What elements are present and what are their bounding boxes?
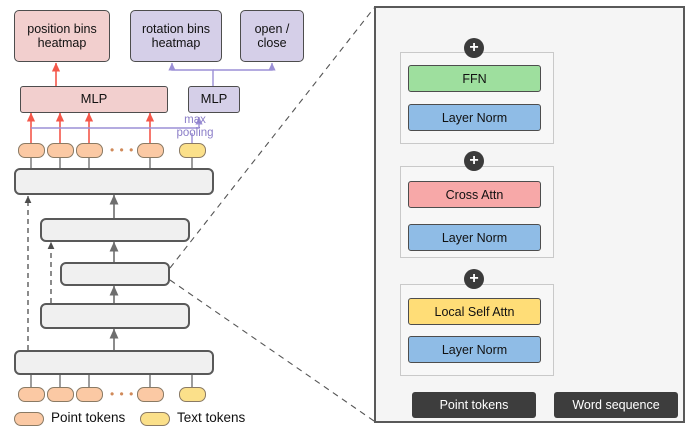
block-layer-norm-1[interactable]: Layer Norm xyxy=(408,336,541,363)
legend-swatch-text-tokens xyxy=(140,412,170,426)
block-local-self-attn-label: Local Self Attn xyxy=(434,304,515,319)
legend-label-text-tokens: Text tokens xyxy=(177,410,246,425)
position-bins-heatmap-line2: heatmap xyxy=(37,36,87,50)
position-bins-heatmap-line1: position bins xyxy=(27,21,97,36)
residual-add-3: + xyxy=(464,38,484,58)
input-text-token[interactable] xyxy=(179,387,206,402)
open-close-line2: close xyxy=(257,36,287,50)
block-ffn-label: FFN xyxy=(462,71,487,86)
residual-add-2-glyph: + xyxy=(469,152,479,169)
block-ffn[interactable]: FFN xyxy=(408,65,541,92)
max-pooling-label: max pooling xyxy=(160,114,230,140)
block-layer-norm-3-label: Layer Norm xyxy=(441,110,508,125)
block-cross-attn[interactable]: Cross Attn xyxy=(408,181,541,208)
input-word-sequence[interactable]: Word sequence xyxy=(554,392,678,418)
block-layer-norm-2-label: Layer Norm xyxy=(441,230,508,245)
unet-block-down-2[interactable] xyxy=(40,303,190,329)
input-point-token[interactable] xyxy=(76,387,103,402)
unet-block-up-2[interactable] xyxy=(40,218,190,242)
input-point-token[interactable] xyxy=(47,387,74,402)
output-point-token[interactable] xyxy=(47,143,74,158)
input-token-ellipsis: • • • xyxy=(110,387,135,401)
output-text-token[interactable] xyxy=(179,143,206,158)
max-pooling-line1: max xyxy=(184,114,206,126)
output-head-position-bins-heatmap[interactable]: position bins heatmap xyxy=(14,10,110,62)
block-local-self-attn[interactable]: Local Self Attn xyxy=(408,298,541,325)
input-point-tokens[interactable]: Point tokens xyxy=(412,392,536,418)
block-layer-norm-3[interactable]: Layer Norm xyxy=(408,104,541,131)
input-point-tokens-label: Point tokens xyxy=(439,398,509,412)
mlp-pooled[interactable]: MLP xyxy=(188,86,240,113)
residual-add-3-glyph: + xyxy=(469,39,479,56)
output-point-token[interactable] xyxy=(18,143,45,158)
mlp-pooled-label: MLP xyxy=(200,91,228,107)
input-point-token[interactable] xyxy=(137,387,164,402)
block-layer-norm-1-label: Layer Norm xyxy=(441,342,508,357)
unet-block-bottom[interactable] xyxy=(14,350,214,375)
output-token-ellipsis: • • • xyxy=(110,143,135,157)
residual-add-1: + xyxy=(464,269,484,289)
residual-add-1-glyph: + xyxy=(469,270,479,287)
rotation-bins-heatmap-line2: heatmap xyxy=(151,36,201,50)
unet-block-bottleneck[interactable] xyxy=(60,262,170,286)
output-point-token[interactable] xyxy=(137,143,164,158)
mlp-point-tokens[interactable]: MLP xyxy=(20,86,168,113)
output-point-token[interactable] xyxy=(76,143,103,158)
legend-label-point-tokens: Point tokens xyxy=(51,410,126,425)
mlp-point-label: MLP xyxy=(80,91,108,107)
rotation-bins-heatmap-line1: rotation bins xyxy=(141,21,211,36)
input-word-sequence-label: Word sequence xyxy=(572,398,660,412)
open-close-line1: open / xyxy=(254,21,290,36)
output-head-rotation-bins-heatmap[interactable]: rotation bins heatmap xyxy=(130,10,222,62)
block-cross-attn-label: Cross Attn xyxy=(445,187,504,202)
unet-block-top[interactable] xyxy=(14,168,214,195)
legend-swatch-point-tokens xyxy=(14,412,44,426)
input-point-token[interactable] xyxy=(18,387,45,402)
residual-add-2: + xyxy=(464,151,484,171)
max-pooling-line2: pooling xyxy=(176,127,214,140)
output-head-open-close[interactable]: open / close xyxy=(240,10,304,62)
block-layer-norm-2[interactable]: Layer Norm xyxy=(408,224,541,251)
